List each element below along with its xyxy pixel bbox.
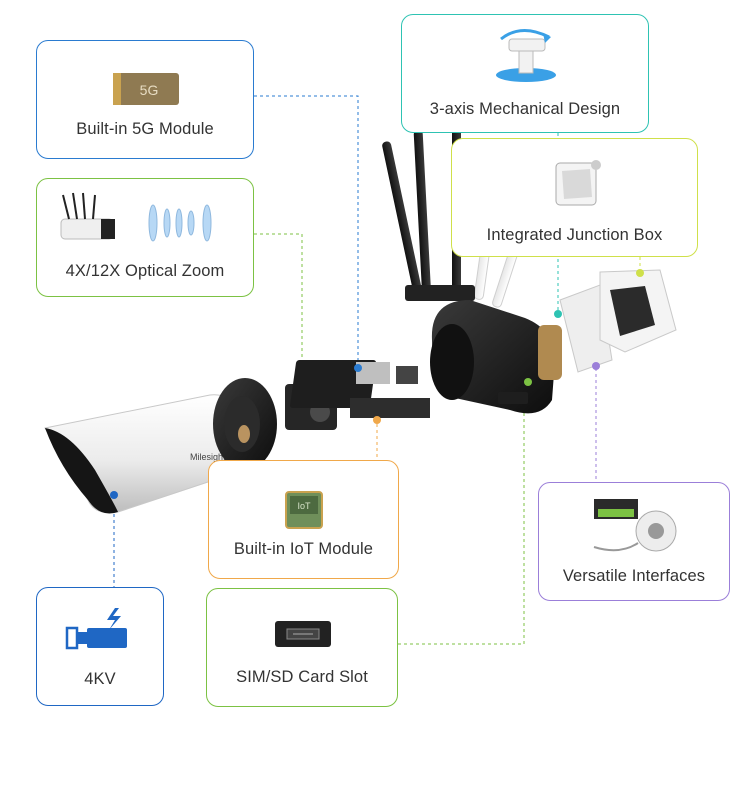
callout-5g-label: Built-in 5G Module: [76, 120, 214, 138]
callout-junction-label: Integrated Junction Box: [486, 226, 663, 244]
connector-5g: [254, 95, 359, 368]
svg-text:IoT: IoT: [297, 501, 311, 511]
5g-module-chip-icon: 5G: [113, 73, 179, 105]
3-axis-rotation-icon: [496, 29, 556, 82]
iot-module-chip-icon: IoT: [285, 491, 323, 529]
callout-interfaces-label: Versatile Interfaces: [562, 567, 706, 585]
callout-optical-zoom: 4X/12X Optical Zoom: [36, 178, 254, 297]
callout-interfaces: Versatile Interfaces: [538, 482, 730, 601]
callout-4kv-label: 4KV: [84, 670, 116, 688]
connector-lines: [113, 95, 641, 645]
callout-iot-module: IoT Built-in IoT Module: [208, 460, 399, 579]
callout-junction-box: Integrated Junction Box: [451, 138, 698, 257]
callout-3-axis: 3-axis Mechanical Design: [401, 14, 649, 133]
callout-sim-label: SIM/SD Card Slot: [236, 668, 368, 686]
connector-sim: [398, 384, 525, 645]
junction-box-icon: [555, 160, 601, 206]
lens-ring: [213, 378, 277, 470]
callout-zoom-label: 4X/12X Optical Zoom: [65, 262, 225, 280]
callout-3axis-label: 3-axis Mechanical Design: [429, 100, 621, 118]
brand-logo: Milesight: [190, 452, 226, 462]
callout-sim-sd-slot: SIM/SD Card Slot: [206, 588, 398, 707]
callout-5g-module: 5G Built-in 5G Module: [36, 40, 254, 159]
lightning-camera-icon: [65, 608, 127, 650]
svg-text:5G: 5G: [140, 82, 159, 98]
card-slot-icon: [275, 621, 331, 647]
callout-iot-label: Built-in IoT Module: [233, 540, 374, 558]
rear-housing: [430, 300, 562, 414]
connector-zoom: [254, 233, 303, 380]
4kv-marker: [110, 491, 118, 499]
circuit-board: [290, 360, 430, 424]
callout-4kv: 4KV: [36, 587, 164, 706]
interfaces-board-icon: [593, 499, 677, 552]
optical-zoom-lens-icon: [60, 192, 212, 242]
mount-junction-box: [554, 269, 677, 373]
